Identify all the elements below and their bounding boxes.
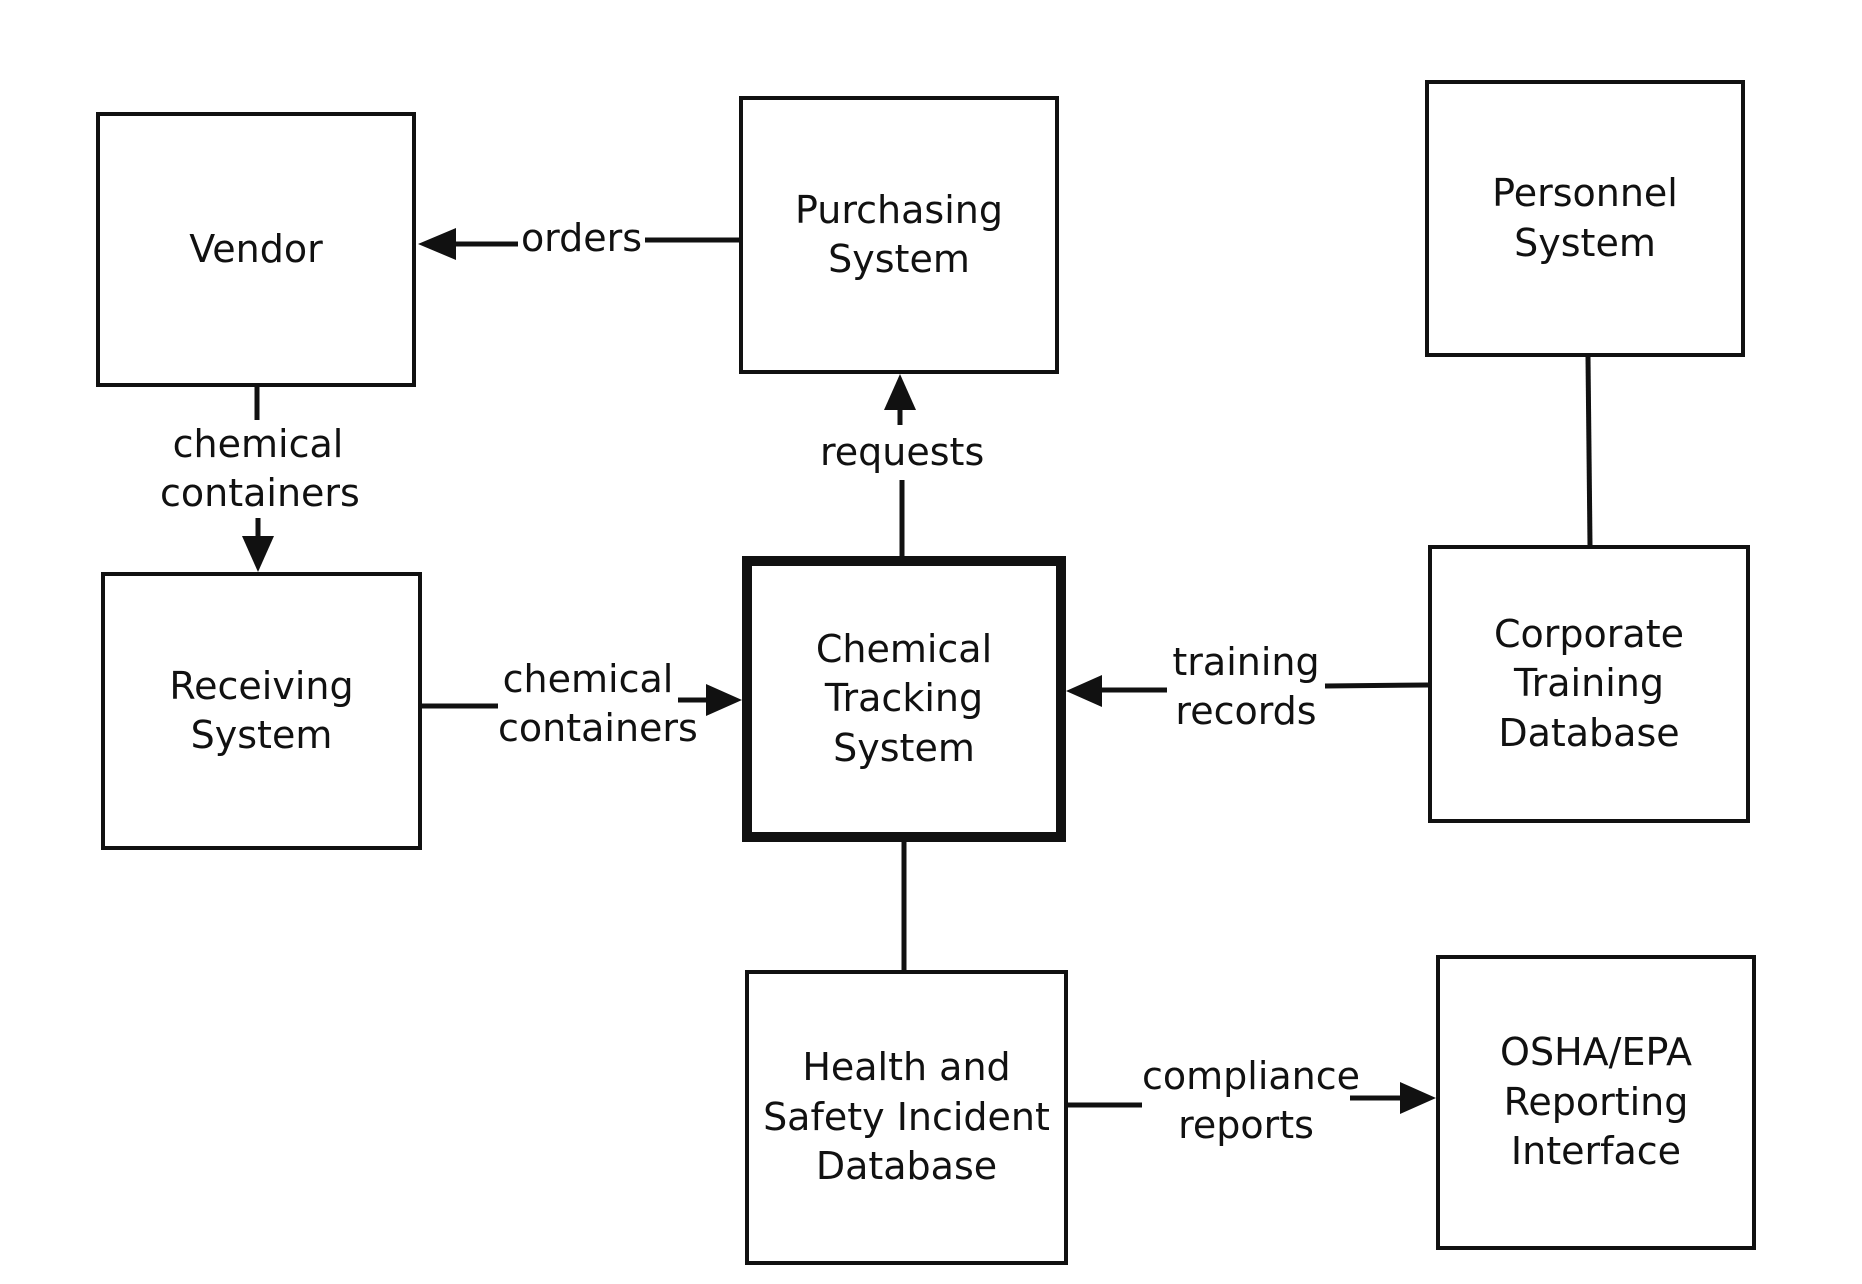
training-records-flow-label: training records bbox=[1172, 640, 1320, 734]
vendor-node: Vendor bbox=[96, 112, 416, 387]
osha-epa-reporting-interface-node: OSHA/EPA Reporting Interface bbox=[1436, 955, 1756, 1250]
orders-arrowhead bbox=[418, 228, 456, 260]
compliance-reports-flow-label: compliance reports bbox=[1142, 1054, 1361, 1148]
osha-epa-reporting-interface-node-label: OSHA/EPA Reporting Interface bbox=[1500, 1030, 1692, 1174]
health-safety-incident-database-node: Health and Safety Incident Database bbox=[745, 970, 1068, 1265]
purchasing-system-node: Purchasing System bbox=[739, 96, 1059, 374]
receiving-system-node: Receiving System bbox=[101, 572, 422, 850]
chemical-tracking-system-node-label: Chemical Tracking System bbox=[815, 626, 993, 770]
requests-arrowhead bbox=[884, 374, 916, 410]
vendor-receiving-flow-label: chemical containers bbox=[160, 422, 360, 516]
receiving-system-node-label: Receiving System bbox=[169, 663, 354, 757]
vendor-receiving-arrowhead bbox=[242, 536, 274, 572]
personnel-training-connector bbox=[1585, 356, 1593, 546]
receiving-tracking-flow-label: chemical containers bbox=[498, 657, 698, 751]
training-tracking-connector-right bbox=[1324, 682, 1429, 689]
health-safety-incident-database-node-label: Health and Safety Incident Database bbox=[763, 1045, 1050, 1189]
orders-flow-label: orders bbox=[520, 216, 643, 260]
vendor-node-label: Vendor bbox=[189, 226, 323, 271]
corporate-training-database-node-label: Corporate Training Database bbox=[1494, 611, 1684, 755]
personnel-system-node: Personnel System bbox=[1425, 80, 1745, 357]
requests-flow-label: requests bbox=[820, 430, 985, 474]
corporate-training-database-node: Corporate Training Database bbox=[1428, 545, 1750, 823]
chemical-tracking-system-node: Chemical Tracking System bbox=[742, 556, 1066, 842]
compliance-arrowhead bbox=[1400, 1082, 1436, 1114]
personnel-system-node-label: Personnel System bbox=[1492, 171, 1678, 265]
training-tracking-arrowhead bbox=[1066, 675, 1102, 707]
purchasing-system-node-label: Purchasing System bbox=[795, 187, 1003, 281]
receiving-tracking-arrowhead bbox=[706, 684, 742, 716]
